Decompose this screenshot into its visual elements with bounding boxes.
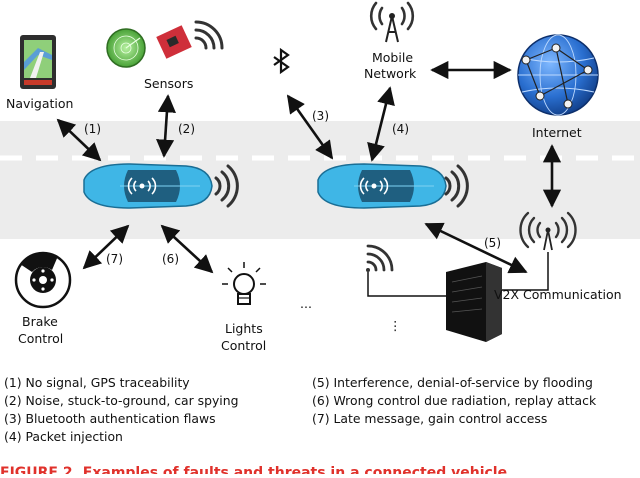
link-label-2: (2) [178, 122, 195, 136]
sensors-label: Sensors [144, 76, 193, 91]
legend-item: (2) Noise, stuck-to-ground, car spying [4, 393, 238, 408]
server-cable [367, 272, 446, 297]
link-arrow-6 [160, 224, 214, 274]
brake-label-2: Control [18, 331, 63, 346]
link-label-7: (7) [106, 252, 123, 266]
link-label-1: (1) [84, 122, 101, 136]
legend-item: (7) Late message, gain control access [312, 411, 547, 426]
more-devices-dots: ... [300, 296, 312, 311]
link-label-5: (5) [484, 236, 501, 250]
v2x-label: V2X Communication [494, 287, 622, 302]
bluetooth-icon [273, 47, 290, 75]
globe-icon [517, 34, 599, 116]
legend-item: (1) No signal, GPS traceability [4, 375, 190, 390]
brake-label-1: Brake [22, 314, 58, 329]
link-label-3: (3) [312, 109, 329, 123]
signal-tower-icon [369, 1, 415, 43]
sensor-board-icon [156, 25, 192, 59]
legend-item: (4) Packet injection [4, 429, 123, 444]
legend-item: (6) Wrong control due radiation, replay … [312, 393, 597, 408]
navigation-device-icon [20, 35, 56, 89]
server-cable-tower [500, 252, 549, 291]
link-arrow-2 [156, 94, 176, 158]
figure-caption: FIGURE 2. Examples of faults and threats… [0, 465, 512, 474]
antenna-icon [359, 177, 389, 195]
radar-icon [106, 28, 146, 68]
legend-item: (3) Bluetooth authentication flaws [4, 411, 216, 426]
wifi-icon [214, 164, 239, 208]
lights-label-1: Lights [225, 321, 263, 336]
navigation-label: Navigation [6, 96, 73, 111]
light-bulb-icon [222, 262, 266, 305]
link-arrow-5 [424, 222, 528, 274]
legend-item: (5) Interference, denial-of-service by f… [312, 375, 593, 390]
wifi-icon [444, 164, 469, 208]
server-rack-icon [446, 262, 502, 342]
wifi-icon [194, 20, 224, 50]
lights-label-2: Control [221, 338, 266, 353]
link-label-6: (6) [162, 252, 179, 266]
more-devices-vertical-dots: ⋮ [389, 318, 402, 333]
link-arrow-1 [56, 118, 102, 162]
link-arrow-7 [82, 224, 130, 270]
mobile-network-label-1: Mobile [372, 50, 413, 65]
car-icon [83, 163, 213, 209]
brake-disc-icon [14, 251, 72, 309]
antenna-icon [127, 177, 157, 195]
link-arrow-4 [367, 86, 395, 162]
link-label-4: (4) [392, 122, 409, 136]
internet-label: Internet [532, 125, 582, 140]
wifi-icon [366, 244, 394, 272]
mobile-network-label-2: Network [364, 66, 417, 81]
link-arrow-3 [286, 94, 334, 160]
